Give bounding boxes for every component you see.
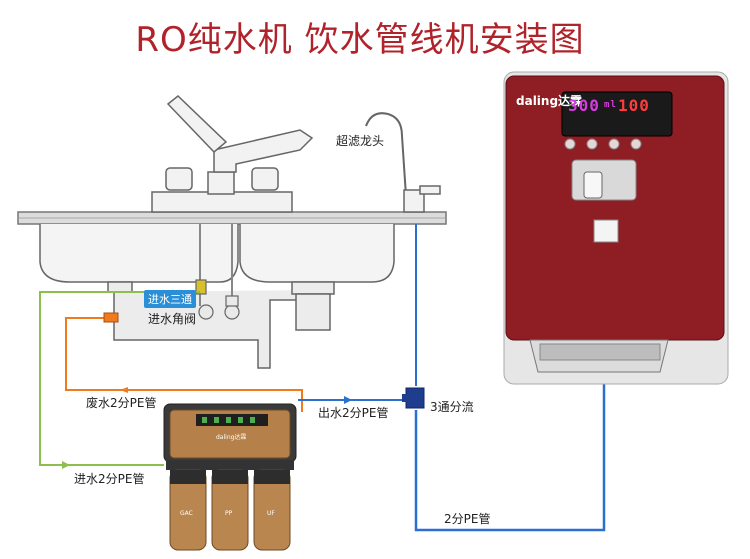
drain-saddle-icon — [103, 312, 119, 323]
waste-line — [65, 317, 303, 412]
angle-valve-icon — [195, 279, 240, 320]
angle-valve-label: 进水角阀 — [148, 312, 197, 326]
filter-faucet-icon — [365, 112, 441, 213]
pipeline-dispenser — [503, 71, 729, 385]
kitchen-faucet-icon — [151, 95, 314, 213]
filter-label-pp: PP — [225, 510, 233, 517]
dispenser-feed-line — [414, 376, 606, 532]
filter-label-gac: GAC — [180, 510, 193, 517]
dispenser-nozzle-bay — [571, 159, 637, 201]
pe-pipe-label: 2分PE管 — [444, 512, 491, 526]
purifier-brand: daling达霖 — [216, 434, 247, 441]
dispenser-brand: daling达霖 — [516, 94, 583, 108]
faucet-label: 超滤龙头 — [336, 134, 385, 148]
dispenser-display-temp: 100 — [618, 96, 650, 115]
sink-basin-right — [239, 224, 395, 283]
dispenser-display-volume: 300 — [568, 96, 600, 115]
dispenser-display-unit: ml — [604, 100, 617, 110]
drain-pipes — [107, 281, 335, 369]
diagram-title: RO纯水机 饮水管线机安装图 — [135, 20, 585, 60]
splitter-tee-icon — [405, 387, 425, 409]
outlet-pipe-label: 出水2分PE管 — [318, 406, 389, 420]
waste-pipe-label: 废水2分PE管 — [86, 396, 157, 410]
inlet-tee-label: 进水三通 — [144, 290, 196, 308]
inlet-line — [39, 291, 200, 466]
sink-basin-left — [39, 224, 239, 283]
dispenser-display — [561, 91, 673, 137]
dispenser-sticker — [593, 219, 619, 243]
splitter-label: 3通分流 — [430, 400, 474, 414]
ro-purifier — [163, 403, 297, 551]
dispenser-buttons — [564, 138, 642, 150]
inlet-pipe-label: 进水2分PE管 — [74, 472, 145, 486]
filter-label-uf: UF — [267, 510, 275, 517]
